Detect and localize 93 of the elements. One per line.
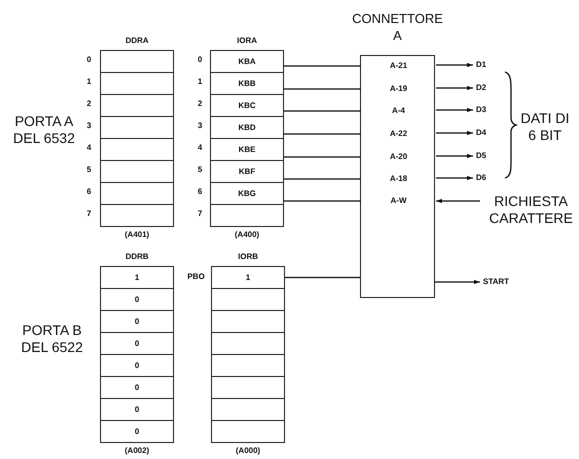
bit-number: 4	[86, 143, 92, 152]
arrow	[436, 130, 473, 136]
register-cell: 1	[100, 266, 174, 289]
register-cell: 0	[100, 310, 174, 333]
bit-number: 5	[196, 165, 204, 174]
arrow	[435, 280, 480, 284]
bit-number: 6	[86, 187, 92, 196]
connection-line	[284, 110, 361, 112]
register-cell: KBD	[210, 116, 284, 139]
pin-label: A-21	[361, 58, 436, 74]
connection-line	[285, 276, 360, 278]
register-name: DDRA	[124, 36, 150, 46]
signal-label: D2	[476, 82, 494, 94]
port-label: PORTA B DEL 6522	[20, 322, 84, 356]
connection-line	[284, 178, 361, 180]
signal-label: START	[483, 276, 523, 288]
empty-register-cell	[100, 50, 174, 73]
register-cell: KBE	[210, 138, 284, 161]
register-cell: KBF	[210, 160, 284, 183]
register-cell: 0	[100, 288, 174, 311]
signal-label: D5	[476, 150, 494, 162]
empty-register-cell	[211, 354, 285, 377]
register-name: IORB	[237, 252, 259, 262]
register-address: (A000)	[234, 446, 262, 456]
register-cell: 1	[211, 266, 285, 289]
bit-number: 1	[86, 77, 92, 86]
pin-label: A-W	[361, 193, 436, 209]
bit-number: 2	[196, 99, 204, 108]
arrow	[436, 86, 473, 90]
register-cell: 0	[100, 398, 174, 421]
register-cell: KBC	[210, 94, 284, 117]
empty-register-cell	[100, 182, 174, 205]
bit-number: 5	[86, 165, 92, 174]
signal-label: D1	[476, 59, 494, 71]
signal-label: D4	[476, 127, 494, 139]
bit-number: 3	[86, 121, 92, 130]
arrow	[436, 198, 480, 204]
pin-label: A-18	[361, 171, 436, 187]
pin-label: A-19	[361, 81, 436, 97]
connection-line	[284, 88, 361, 90]
port-label: PORTA A DEL 6532	[12, 113, 76, 147]
arrow	[436, 62, 473, 68]
register-cell: 0	[100, 354, 174, 377]
empty-register-cell	[211, 310, 285, 333]
empty-register-cell	[211, 420, 285, 443]
data-width-label: DATI DI 6 BIT	[520, 110, 570, 144]
connector-box	[360, 55, 435, 298]
register-cell: KBG	[210, 182, 284, 205]
empty-register-cell	[100, 160, 174, 183]
pin-name: PBO	[186, 272, 206, 281]
register-address: (A401)	[124, 230, 150, 240]
register-cell: KBA	[210, 50, 284, 73]
pin-label: A-20	[361, 149, 436, 165]
connection-line	[284, 65, 361, 67]
empty-register-cell	[211, 332, 285, 355]
empty-register-cell	[210, 204, 284, 227]
arrow	[436, 154, 473, 158]
register-cell: 0	[100, 332, 174, 355]
signal-label: RICHIESTA CARATTERE	[483, 193, 579, 227]
register-name: IORA	[236, 36, 258, 46]
connection-line	[284, 156, 361, 158]
pin-label: A-4	[361, 103, 436, 119]
connection-line	[284, 200, 361, 202]
empty-register-cell	[211, 288, 285, 311]
empty-register-cell	[211, 376, 285, 399]
arrow	[436, 108, 473, 112]
arrow	[436, 176, 473, 180]
bit-number: 7	[86, 209, 92, 218]
register-address: (A400)	[234, 230, 260, 240]
bit-number: 6	[196, 187, 204, 196]
empty-register-cell	[100, 116, 174, 139]
register-cell: 0	[100, 376, 174, 399]
bit-number: 2	[86, 99, 92, 108]
signal-label: D3	[476, 104, 494, 116]
register-cell: 0	[100, 420, 174, 443]
bit-number: 1	[196, 77, 204, 86]
bit-number: 3	[196, 121, 204, 130]
empty-register-cell	[100, 94, 174, 117]
connection-line	[284, 133, 361, 135]
bit-number: 7	[196, 209, 204, 218]
pin-label: A-22	[361, 126, 436, 142]
bit-number: 0	[196, 55, 204, 64]
register-address: (A002)	[124, 446, 150, 456]
signal-label: D6	[476, 172, 494, 184]
register-cell: KBB	[210, 72, 284, 95]
connector-title: CONNETTORE A	[351, 10, 444, 45]
register-name: DDRB	[124, 252, 150, 262]
bit-number: 4	[196, 143, 204, 152]
bit-number: 0	[86, 55, 92, 64]
empty-register-cell	[100, 72, 174, 95]
empty-register-cell	[100, 138, 174, 161]
empty-register-cell	[100, 204, 174, 227]
empty-register-cell	[211, 398, 285, 421]
